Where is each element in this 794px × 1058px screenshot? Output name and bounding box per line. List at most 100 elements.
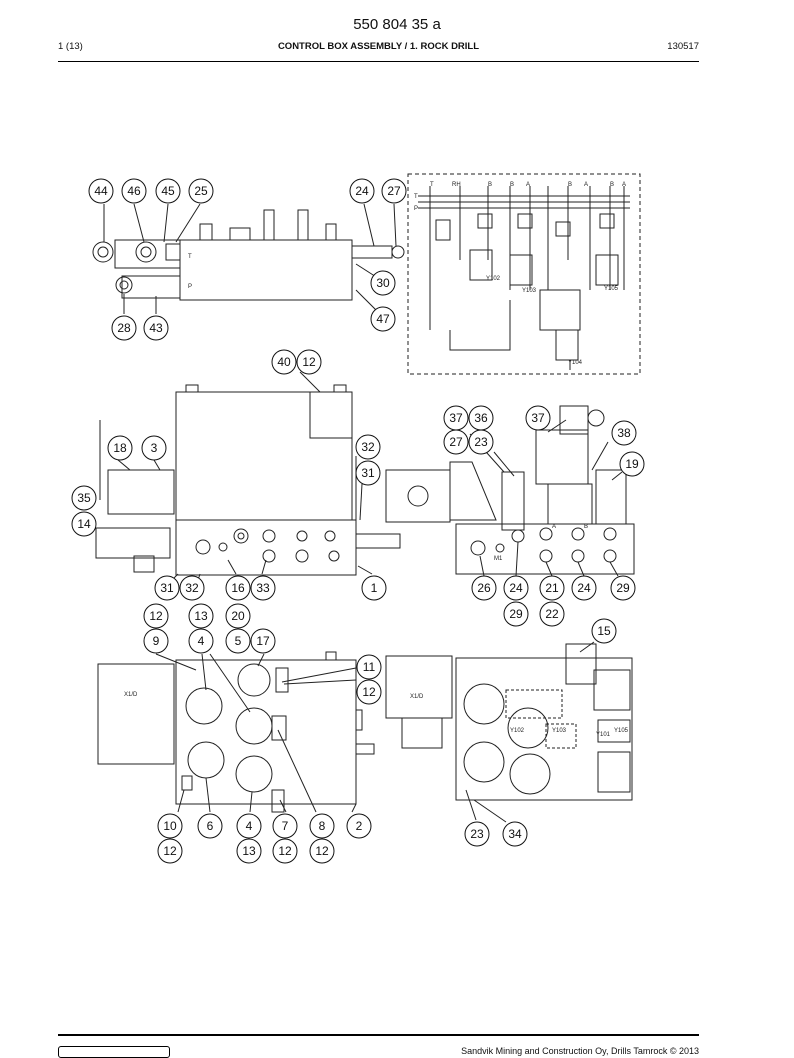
sch-top-label: T — [430, 182, 434, 188]
callout-balloon: 21 — [539, 575, 565, 601]
callout-balloon: 35 — [71, 485, 97, 511]
callout-number: 17 — [256, 634, 270, 648]
callout-balloon: 44 — [88, 178, 114, 204]
callout-number: 29 — [616, 581, 630, 595]
callout-number: 44 — [94, 184, 108, 198]
callout-balloon: 38 — [611, 420, 637, 446]
valve-tag: Y101 — [596, 732, 611, 738]
block-t-label: T — [188, 254, 192, 260]
callout-number: 46 — [127, 184, 141, 198]
callout-balloon: 13 — [188, 603, 214, 629]
sch-top-label: RH — [452, 182, 461, 188]
callout-number: 7 — [282, 819, 289, 833]
callout-number: 4 — [246, 819, 253, 833]
gauge-panel-view — [97, 651, 375, 813]
callout-number: 37 — [531, 411, 545, 425]
callout-balloon: 19 — [619, 451, 645, 477]
callout-balloon: 43 — [143, 315, 169, 341]
callout-number: 12 — [149, 609, 163, 623]
callout-balloon: 37 — [525, 405, 551, 431]
callout-number: 22 — [545, 607, 559, 621]
callout-number: 32 — [361, 440, 375, 454]
callout-balloon: 23 — [468, 429, 494, 455]
callout-number: 14 — [77, 517, 91, 531]
valve-tag: Y102 — [510, 728, 525, 734]
header-rule — [58, 61, 699, 62]
callout-balloon: 32 — [355, 434, 381, 460]
valve-tag: Y105 — [614, 728, 629, 734]
callout-number: 16 — [231, 581, 245, 595]
block-p-label: P — [188, 284, 192, 290]
callout-balloon: 9 — [143, 628, 169, 654]
gauge-block-view — [385, 641, 633, 823]
callout-number: 32 — [185, 581, 199, 595]
callout-number: 1 — [371, 581, 378, 595]
sch-side-label: T — [414, 194, 418, 200]
callout-balloon: 32 — [179, 575, 205, 601]
sch-top-label: B — [488, 182, 492, 188]
callout-number: 45 — [161, 184, 175, 198]
callout-number: 21 — [545, 581, 559, 595]
valve-side-view — [385, 405, 635, 577]
callout-number: 10 — [163, 819, 177, 833]
callout-balloon: 22 — [539, 601, 565, 627]
callout-balloon: 24 — [503, 575, 529, 601]
document-number: 550 804 35 a — [353, 16, 441, 33]
callout-number: 12 — [362, 685, 376, 699]
callout-number: 36 — [474, 411, 488, 425]
callout-balloon: 4 — [236, 813, 262, 839]
callout-balloon: 46 — [121, 178, 147, 204]
callout-number: 31 — [361, 466, 375, 480]
callout-number: 27 — [387, 184, 401, 198]
callout-number: 47 — [376, 312, 390, 326]
port-label: B — [584, 524, 588, 530]
callout-number: 20 — [231, 609, 245, 623]
callout-balloon: 24 — [349, 178, 375, 204]
callout-balloon: 11 — [356, 654, 382, 680]
header-row: 1 (13) CONTROL BOX ASSEMBLY / 1. ROCK DR… — [58, 41, 699, 55]
callout-number: 13 — [194, 609, 208, 623]
callout-number: 19 — [625, 457, 639, 471]
callout-balloon: 2 — [346, 813, 372, 839]
callout-number: 11 — [363, 660, 376, 674]
callout-balloon: 10 — [157, 813, 183, 839]
callout-group: 44 46 45 25 24 27 30 47 28 43 40 12 37 3… — [71, 178, 645, 864]
callout-balloon: 27 — [443, 429, 469, 455]
panel-label: X1/D — [410, 694, 424, 700]
callout-number: 43 — [149, 321, 163, 335]
callout-number: 40 — [277, 355, 291, 369]
callout-balloon: 12 — [157, 838, 183, 864]
schematic-text: T RH B B A B A B A Y102 Y103 Y105 Y104 T… — [124, 182, 629, 738]
callout-balloon: 30 — [370, 270, 396, 296]
callout-balloon: 18 — [107, 435, 133, 461]
callout-balloon: 23 — [464, 821, 490, 847]
callout-balloon: 12 — [272, 838, 298, 864]
callout-number: 12 — [315, 844, 329, 858]
callout-balloon: 36 — [468, 405, 494, 431]
footer-copyright: Sandvik Mining and Construction Oy, Dril… — [461, 1046, 699, 1056]
callout-number: 4 — [198, 634, 205, 648]
callout-number: 12 — [302, 355, 316, 369]
sch-top-label: B — [510, 182, 514, 188]
sch-valve-label: Y104 — [568, 360, 583, 366]
footer-rule — [58, 1034, 699, 1036]
callout-balloon: 37 — [443, 405, 469, 431]
sch-valve-label: Y103 — [522, 288, 537, 294]
callout-balloon: 45 — [155, 178, 181, 204]
callout-balloon: 14 — [71, 511, 97, 537]
callout-number: 24 — [577, 581, 591, 595]
company-logo — [58, 1046, 170, 1058]
callout-number: 3 — [151, 441, 158, 455]
callout-balloon: 12 — [296, 349, 322, 375]
callout-balloon: 33 — [250, 575, 276, 601]
callout-number: 24 — [355, 184, 369, 198]
callout-balloon: 29 — [503, 601, 529, 627]
callout-number: 27 — [449, 435, 463, 449]
callout-number: 2 — [356, 819, 363, 833]
sch-side-label: P — [414, 206, 418, 212]
callout-balloon: 12 — [309, 838, 335, 864]
page-title: CONTROL BOX ASSEMBLY / 1. ROCK DRILL — [277, 41, 480, 52]
callout-number: 12 — [163, 844, 177, 858]
callout-balloon: 25 — [188, 178, 214, 204]
callout-number: 33 — [256, 581, 270, 595]
